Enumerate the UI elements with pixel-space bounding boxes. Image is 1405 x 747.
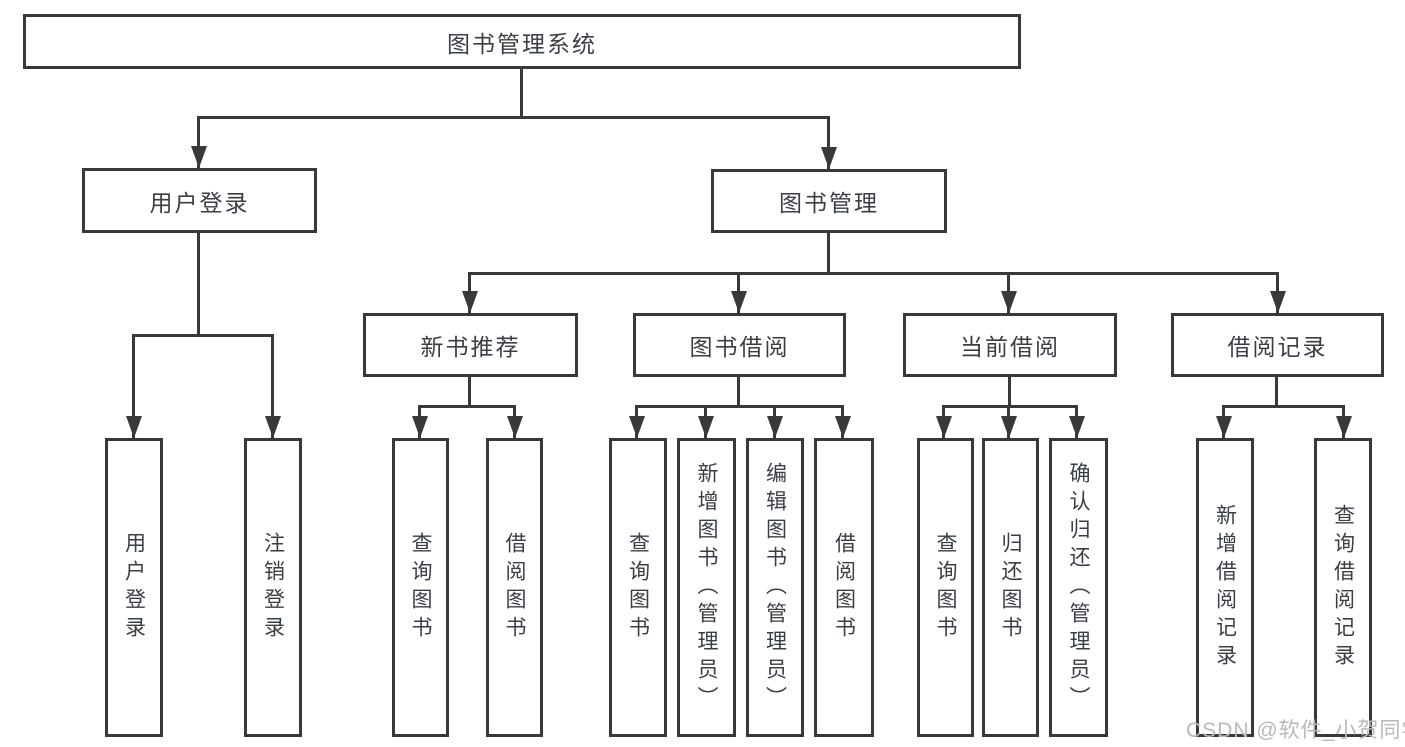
- arrow-down-icon: [1069, 416, 1085, 438]
- leaf-bb-add-book-admin: 新增图书（管理员）: [677, 438, 736, 737]
- leaf-label: 查询图书: [934, 531, 957, 644]
- node-book-borrowing-label: 图书借阅: [689, 334, 790, 360]
- arrow-down-icon: [1216, 416, 1232, 438]
- connector-line: [198, 116, 830, 119]
- leaf-label: 编辑图书（管理员）: [763, 461, 787, 714]
- arrow-down-icon: [126, 416, 142, 438]
- arrow-down-icon: [265, 416, 281, 438]
- connector-line: [1222, 405, 1345, 408]
- arrow-down-icon: [462, 291, 478, 313]
- node-current-borrowing: 当前借阅: [903, 313, 1117, 377]
- connector-line: [132, 334, 135, 438]
- arrow-down-icon: [629, 416, 645, 438]
- arrow-down-icon: [731, 291, 747, 313]
- leaf-label: 查询借阅记录: [1331, 503, 1355, 672]
- leaf-br-add-record: 新增借阅记录: [1196, 438, 1254, 737]
- connector-line: [827, 116, 830, 169]
- node-book-borrowing: 图书借阅: [633, 313, 846, 377]
- leaf-br-query-record: 查询借阅记录: [1314, 438, 1372, 737]
- node-book-management-label: 图书管理: [779, 190, 879, 216]
- leaf-label: 借阅图书: [503, 531, 526, 644]
- leaf-cb-confirm-return-admin: 确认归还（管理员）: [1049, 438, 1108, 737]
- leaf-nb-borrow-book: 借阅图书: [486, 438, 543, 737]
- connector-line: [418, 405, 516, 408]
- arrow-down-icon: [1001, 416, 1017, 438]
- node-book-management: 图书管理: [711, 169, 947, 233]
- arrow-down-icon: [1336, 416, 1352, 438]
- node-borrowing-records: 借阅记录: [1171, 313, 1384, 377]
- arrow-down-icon: [767, 416, 783, 438]
- leaf-label: 新增图书（管理员）: [695, 461, 718, 714]
- leaf-label: 确认归还（管理员）: [1067, 461, 1090, 714]
- leaf-label: 用户登录: [122, 531, 146, 644]
- arrow-down-icon: [412, 416, 428, 438]
- arrow-down-icon: [835, 416, 851, 438]
- node-current-borrowing-label: 当前借阅: [960, 334, 1060, 360]
- connector-line: [827, 231, 830, 275]
- leaf-cb-query-book: 查询图书: [917, 438, 974, 737]
- arrow-down-icon: [821, 147, 837, 169]
- connector-line: [197, 231, 200, 337]
- leaf-nb-query-book: 查询图书: [392, 438, 449, 737]
- arrow-down-icon: [507, 416, 523, 438]
- node-user-login: 用户登录: [82, 168, 317, 233]
- node-user-login-label: 用户登录: [149, 189, 250, 216]
- leaf-bb-borrow-book: 借阅图书: [814, 438, 874, 737]
- arrow-down-icon: [936, 416, 952, 438]
- arrow-down-icon: [1270, 291, 1286, 313]
- arrow-down-icon: [1001, 291, 1017, 313]
- connector-line: [1275, 375, 1278, 407]
- leaf-label: 借阅图书: [832, 531, 856, 644]
- node-borrowing-records-label: 借阅记录: [1227, 334, 1328, 360]
- node-root: 图书管理系统: [23, 14, 1021, 69]
- connector-line: [942, 405, 1078, 408]
- leaf-bb-edit-book-admin: 编辑图书（管理员）: [746, 438, 804, 737]
- leaf-user-login: 用户登录: [105, 438, 163, 737]
- leaf-cb-return-book: 归还图书: [982, 438, 1039, 737]
- leaf-label: 新增借阅记录: [1213, 503, 1237, 672]
- leaf-label: 注销登录: [261, 531, 285, 644]
- leaf-label: 查询图书: [626, 531, 650, 644]
- leaf-label: 查询图书: [409, 531, 432, 644]
- leaf-bb-query-book: 查询图书: [609, 438, 667, 737]
- connector-line: [1008, 375, 1011, 407]
- connector-line: [132, 334, 274, 337]
- connector-line: [737, 375, 740, 407]
- connector-line: [520, 67, 523, 118]
- arrow-down-icon: [191, 146, 207, 168]
- connector-line: [468, 375, 471, 407]
- node-root-label: 图书管理系统: [447, 30, 597, 57]
- connector-line: [271, 334, 274, 438]
- node-new-book-recommend-label: 新书推荐: [420, 334, 521, 360]
- csdn-watermark: CSDN @软件_小贺同学: [1186, 719, 1405, 742]
- leaf-label: 归还图书: [999, 531, 1022, 644]
- arrow-down-icon: [698, 416, 714, 438]
- connector-line: [468, 272, 1279, 275]
- connector-line: [197, 116, 200, 168]
- connector-line: [635, 405, 844, 408]
- node-new-book-recommend: 新书推荐: [363, 313, 578, 377]
- leaf-logout: 注销登录: [244, 438, 302, 737]
